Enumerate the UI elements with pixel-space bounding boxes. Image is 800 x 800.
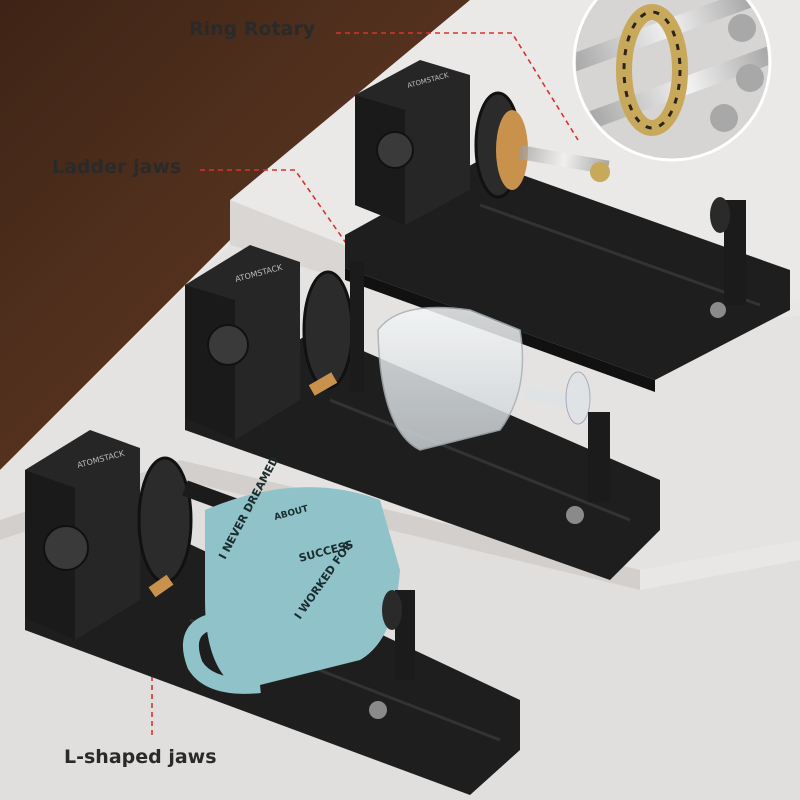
ring-inset (572, 0, 772, 162)
label-l-shaped-jaws: L-shaped jaws (64, 746, 217, 768)
l-shaped-jaws-device: ATOMSTACK I NEVER DREAMED ABOUT SUCCESS … (25, 430, 520, 795)
label-ladder-jaws: Ladder jaws (52, 156, 182, 178)
ladder-jaws-device: ATOMSTACK (185, 245, 660, 580)
label-ring-rotary: Ring Rotary (189, 18, 316, 40)
